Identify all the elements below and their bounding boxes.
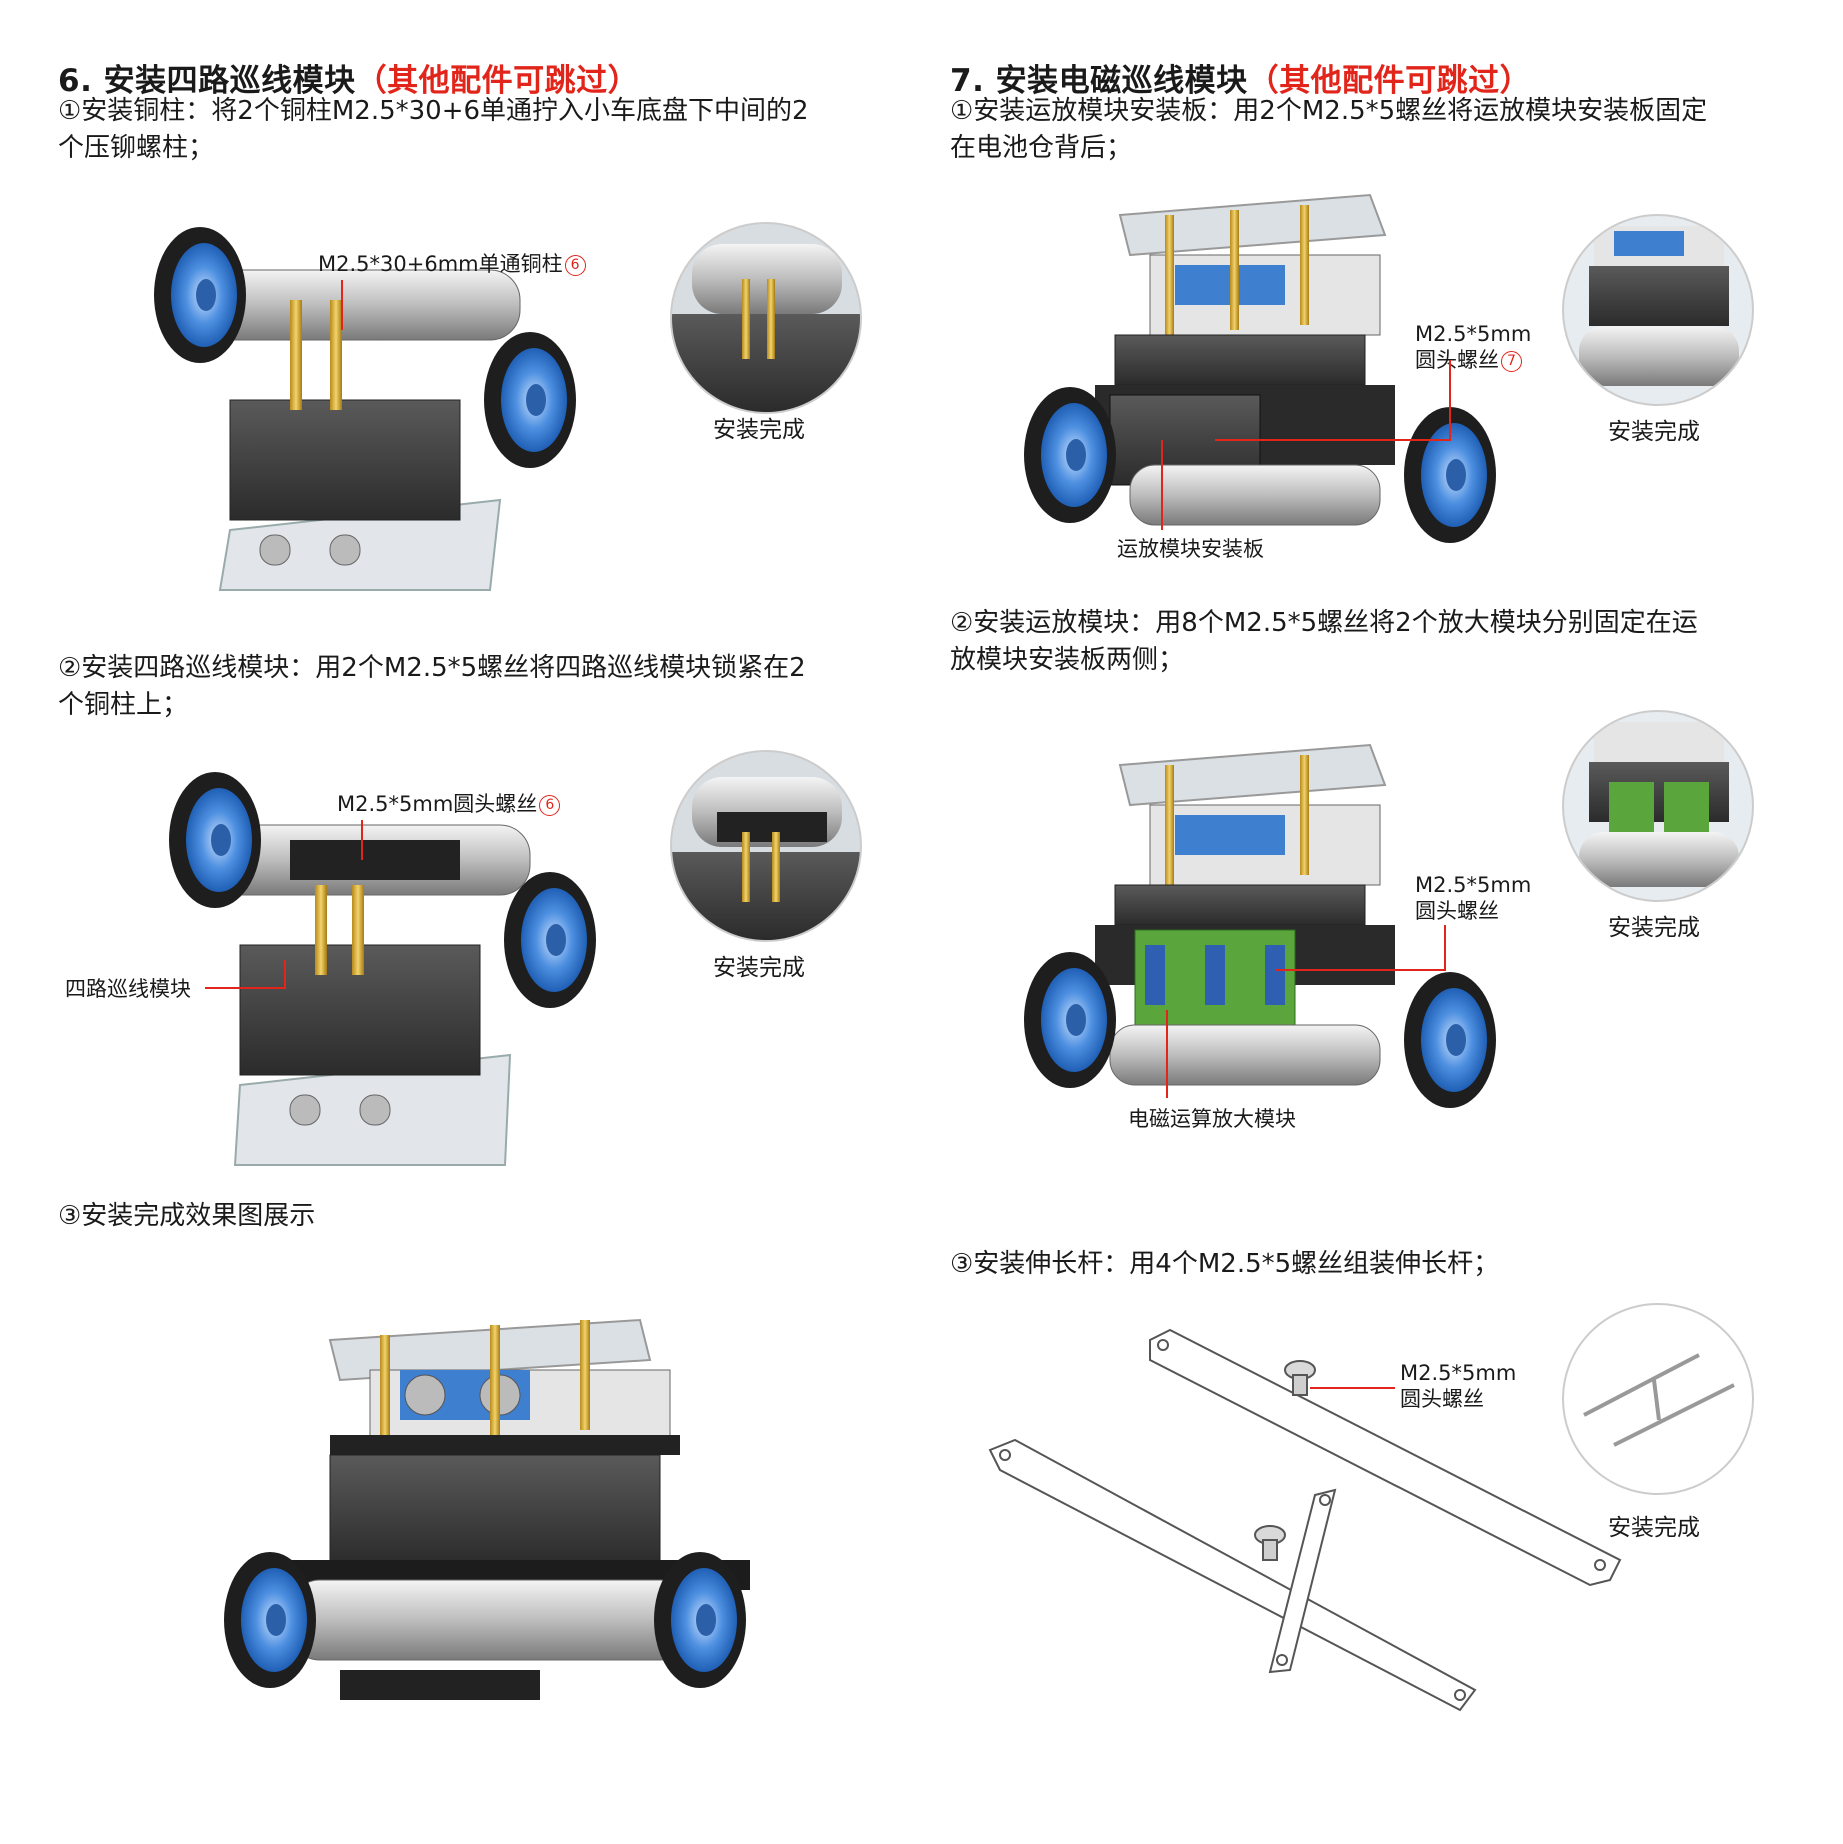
brass-standoff — [290, 300, 302, 410]
detail-circle-6-2 — [670, 750, 862, 942]
left-wheel — [169, 772, 261, 908]
label-screw-7-1-size: M2.5*5mm — [1415, 322, 1532, 346]
section6-number: 6. — [58, 63, 93, 99]
detail-circle-7-1 — [1562, 214, 1754, 406]
robot-illustration-6-2 — [169, 772, 596, 1166]
done-caption-6-1: 安装完成 — [713, 417, 805, 443]
screw-icon — [1284, 1360, 1316, 1396]
label-screw-7-3: M2.5*5mm 圆头螺丝 — [1400, 1360, 1516, 1412]
left-wheel — [224, 1552, 316, 1688]
label-screw-7-1-type: 圆头螺丝 — [1415, 348, 1499, 372]
cross-bar — [1268, 1488, 1337, 1674]
sec6-step3: ③安装完成效果图展示 — [58, 1201, 316, 1231]
label-screw-7-2: M2.5*5mm 圆头螺丝 — [1415, 872, 1531, 924]
left-wheel — [1024, 952, 1116, 1088]
sec7-step2-line1: ②安装运放模块：用8个M2.5*5螺丝将2个放大模块分别固定在运 — [950, 608, 1698, 638]
part-number-badge: 6 — [564, 255, 586, 276]
done-caption-7-1: 安装完成 — [1608, 419, 1700, 445]
extension-rod — [1149, 1328, 1622, 1587]
label-screw-7-2-type: 圆头螺丝 — [1415, 899, 1499, 923]
label-screw-7-2-size: M2.5*5mm — [1415, 873, 1532, 897]
section7-title-text: 安装电磁巡线模块 — [995, 63, 1248, 99]
label-screw-7-3-type: 圆头螺丝 — [1400, 1387, 1484, 1411]
section6-title: 6. 安装四路巡线模块（其他配件可跳过） — [58, 55, 639, 100]
detail-circle-6-1 — [670, 222, 862, 414]
label-line-tracking-module: 四路巡线模块 — [65, 977, 191, 1001]
section6-title-text: 安装四路巡线模块 — [103, 63, 356, 99]
part-number-badge: 7 — [1501, 351, 1522, 372]
sec6-step1-line1: ①安装铜柱：将2个铜柱M2.5*30+6单通拧入小车底盘下中间的2 — [58, 96, 809, 126]
section6-note: （其他配件可跳过） — [355, 63, 640, 99]
line-tracking-module — [290, 840, 460, 880]
section7-title: 7. 安装电磁巡线模块（其他配件可跳过） — [950, 55, 1531, 100]
screw-icon — [1254, 1525, 1286, 1561]
section7-number: 7. — [950, 63, 985, 99]
label-brass-standoff-text: M2.5*30+6mm单通铜柱 — [318, 252, 563, 276]
done-caption-7-2: 安装完成 — [1608, 915, 1700, 941]
right-wheel — [654, 1552, 746, 1688]
done-caption-6-2: 安装完成 — [713, 955, 805, 981]
detail-circle-7-3 — [1562, 1303, 1754, 1495]
left-wheel — [1024, 387, 1116, 523]
sec6-step2-line1: ②安装四路巡线模块：用2个M2.5*5螺丝将四路巡线模块锁紧在2 — [58, 653, 806, 683]
right-wheel — [484, 332, 576, 468]
done-caption-7-3: 安装完成 — [1608, 1515, 1700, 1541]
right-wheel — [504, 872, 596, 1008]
sec7-step1-line1: ①安装运放模块安装板：用2个M2.5*5螺丝将运放模块安装板固定 — [950, 96, 1708, 126]
sec7-step1-line2: 在电池仓背后； — [950, 133, 1133, 163]
label-screw-7-3-size: M2.5*5mm — [1400, 1361, 1517, 1385]
label-amplifier-plate: 运放模块安装板 — [1117, 537, 1264, 561]
extension-rod-illustration — [988, 1328, 1622, 1712]
section7-note: （其他配件可跳过） — [1247, 63, 1532, 99]
sec7-step2: ②安装运放模块：用8个M2.5*5螺丝将2个放大模块分别固定在运 放模块安装板两… — [950, 605, 1698, 679]
brass-standoff — [330, 300, 342, 410]
sec7-step1: ①安装运放模块安装板：用2个M2.5*5螺丝将运放模块安装板固定 在电池仓背后； — [950, 93, 1707, 167]
sec7-step2-line2: 放模块安装板两侧； — [950, 645, 1185, 675]
sec6-step1-line2: 个压铆螺柱； — [58, 133, 215, 163]
label-em-amplifier-module: 电磁运算放大模块 — [1128, 1107, 1296, 1131]
chassis-body — [229, 399, 461, 521]
robot-illustration-6-1 — [154, 227, 576, 591]
robot-illustration-7-2 — [1024, 743, 1496, 1108]
part-number-badge: 6 — [539, 795, 561, 816]
sec6-step2: ②安装四路巡线模块：用2个M2.5*5螺丝将四路巡线模块锁紧在2 个铜柱上； — [58, 650, 806, 724]
sec6-step1: ①安装铜柱：将2个铜柱M2.5*30+6单通拧入小车底盘下中间的2 个压铆螺柱； — [58, 93, 809, 167]
left-wheel — [154, 227, 246, 363]
sec7-step3: ③安装伸长杆：用4个M2.5*5螺丝组装伸长杆； — [950, 1249, 1500, 1279]
detail-circle-7-2 — [1562, 710, 1754, 902]
robot-illustration-6-3 — [224, 1318, 750, 1700]
label-round-screw-text: M2.5*5mm圆头螺丝 — [337, 792, 538, 816]
sec6-step2-line2: 个铜柱上； — [58, 690, 189, 720]
extension-rod — [988, 1438, 1477, 1712]
